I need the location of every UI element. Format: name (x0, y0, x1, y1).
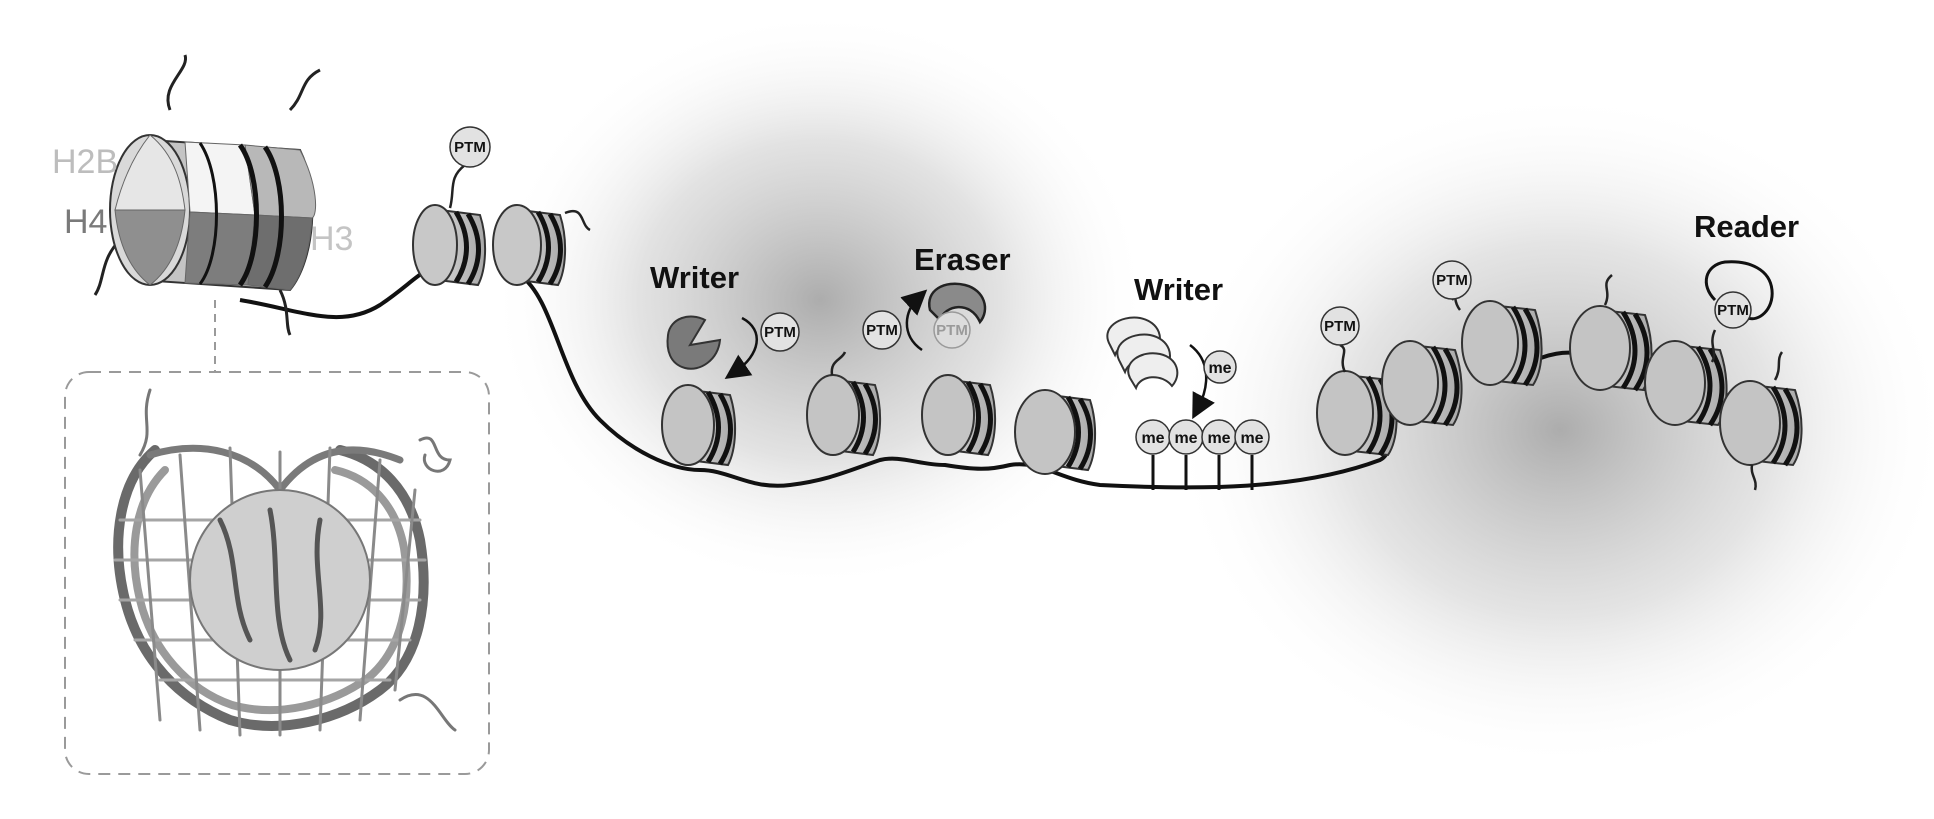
writer-1-enzyme (666, 315, 722, 370)
ptm-tail-reader (1710, 329, 1717, 363)
nucleosome-5 (806, 351, 882, 457)
me-label-floating: me (1208, 360, 1231, 377)
dna-methyl-marks (1151, 455, 1254, 490)
background-halo-right (1170, 90, 1934, 770)
label-histone-h3: H3 (310, 220, 353, 258)
nucleosome-7 (1014, 389, 1097, 475)
ptm-circle-right-1 (1320, 306, 1360, 346)
ptm-label-reader: PTM (1717, 302, 1749, 319)
nucleosome-10 (1461, 300, 1543, 387)
nucleosome-9 (1381, 340, 1463, 427)
nucleosome-3 (492, 204, 591, 287)
ptm-label-top: PTM (454, 139, 486, 156)
ptm-tail-top (448, 164, 466, 209)
nucleosome-11 (1569, 274, 1653, 392)
me-label-2: me (1174, 430, 1197, 447)
ptm-label-right-1: PTM (1324, 318, 1356, 335)
me-label-3: me (1207, 430, 1230, 447)
label-writer-1: Writer (650, 260, 739, 295)
nucleosome-6 (921, 374, 997, 457)
ptm-circle-right-2 (1432, 260, 1472, 300)
ptm-circle-eraser-faded (933, 311, 971, 349)
reader-protein (1704, 260, 1774, 321)
label-histone-h4: H4 (64, 203, 107, 241)
label-histone-h2b: H2B (52, 143, 118, 181)
nucleosome-12 (1644, 340, 1728, 427)
background-halo-center (490, 10, 1150, 590)
ptm-label-eraser: PTM (866, 322, 898, 339)
ptm-label-right-2: PTM (1436, 272, 1468, 289)
me-circle-4 (1234, 419, 1270, 455)
ptm-label-writer-1: PTM (764, 324, 796, 341)
ptm-circle-top (449, 126, 491, 168)
nucleosome-13 (1719, 351, 1803, 491)
label-writer-2: Writer (1134, 272, 1223, 307)
me-circle-floating (1203, 350, 1237, 384)
eraser-arrow (900, 289, 928, 352)
nucleosome-large (93, 54, 321, 336)
nucleosome-2 (412, 204, 487, 287)
me-label-1: me (1141, 430, 1164, 447)
nucleosome-4 (661, 384, 737, 467)
label-eraser: Eraser (914, 242, 1011, 277)
ptm-circle-reader (1714, 291, 1752, 329)
writer-1-arrow (724, 316, 758, 380)
me-label-4: me (1240, 430, 1263, 447)
label-reader: Reader (1694, 209, 1799, 244)
writer-2-enzyme-complex (1106, 316, 1179, 391)
ptm-tail-right-1 (1339, 343, 1347, 373)
ptm-circle-eraser (862, 310, 902, 350)
eraser-enzyme (928, 282, 987, 325)
ptm-circle-writer-1 (760, 312, 800, 352)
ptm-label-eraser-faded: PTM (936, 322, 968, 339)
nucleosome-crystal-structure (113, 388, 457, 737)
